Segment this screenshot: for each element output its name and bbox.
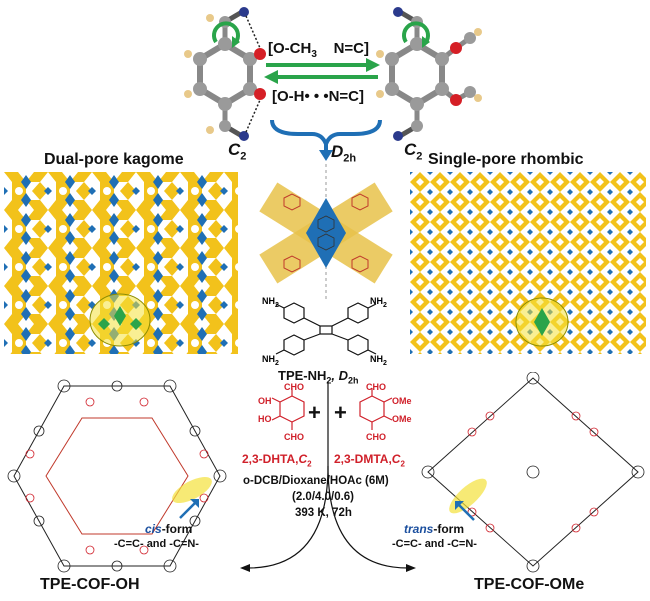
- kagome-lattice: [4, 172, 238, 354]
- tpe-cof-oh-framework: [7, 379, 227, 573]
- dhta-oh: OH: [258, 396, 272, 406]
- cis-pointer-arrow: [179, 499, 199, 519]
- nh2-bottom-left: NH2: [262, 354, 279, 367]
- d2h-building-block: [259, 164, 393, 302]
- right-molecule-model: [376, 7, 482, 141]
- trans-bonds-label: -C=C- and -C=N-: [392, 538, 477, 550]
- dmta-label: 2,3-DMTA,C2: [334, 452, 405, 469]
- trans-form-label: trans-form: [404, 522, 465, 536]
- dhta-structure: [271, 388, 305, 430]
- dmta-cho-top: CHO: [366, 382, 386, 392]
- dmta-ome-bottom: OMe: [392, 414, 412, 424]
- dhta-label: 2,3-DHTA,C2: [242, 452, 312, 469]
- rhombic-title: Single-pore rhombic: [428, 151, 584, 168]
- nh2-top-left: NH2: [262, 296, 279, 309]
- rhombic-lattice: [410, 172, 646, 354]
- center-divider: [327, 382, 329, 442]
- left-symmetry-label: C2: [228, 140, 247, 163]
- right-symmetry-label: C2: [404, 140, 423, 163]
- dmta-ome-top: OMe: [392, 396, 412, 406]
- conditions-line2: (2.0/4.0/0.6): [292, 491, 355, 503]
- nh2-bottom-right: NH2: [370, 354, 387, 367]
- conditions-line1: o-DCB/Dioxane/HOAc (6M): [243, 475, 389, 487]
- merge-brace: [270, 119, 382, 161]
- trans-pointer-arrow: [455, 501, 475, 521]
- dmta-cho-bottom: CHO: [366, 432, 386, 442]
- conditions-line3: 393 K, 72h: [295, 507, 352, 519]
- nh2-top-right: NH2: [370, 296, 387, 309]
- left-molecule-model: [184, 7, 266, 141]
- dmta-structure: [359, 388, 393, 430]
- equilibrium-arrows: [264, 58, 380, 84]
- dhta-cho-bottom: CHO: [284, 432, 304, 442]
- tpe-cof-oh-title: TPE-COF-OH: [40, 576, 140, 593]
- plus-right: +: [334, 400, 347, 425]
- dhta-cho-top: CHO: [284, 382, 304, 392]
- center-symmetry-label: D2h: [331, 142, 357, 165]
- tpe-nh2-structure: [275, 302, 377, 356]
- equilibrium-bottom-label: [O-H• • •N=C]: [272, 88, 364, 105]
- reaction-arrows: [240, 442, 416, 572]
- tpe-cof-ome-title: TPE-COF-OMe: [474, 576, 585, 593]
- equilibrium-top-label: [O-CH3 N=C]: [268, 40, 369, 60]
- cis-form-label: cis-form: [145, 522, 193, 536]
- cis-bonds-label: -C=C- and -C=N-: [114, 538, 199, 550]
- dhta-ho: HO: [258, 414, 272, 424]
- tpe-label: TPE-NH2, D2h: [278, 368, 359, 386]
- kagome-title: Dual-pore kagome: [44, 151, 184, 168]
- plus-left: +: [308, 400, 321, 425]
